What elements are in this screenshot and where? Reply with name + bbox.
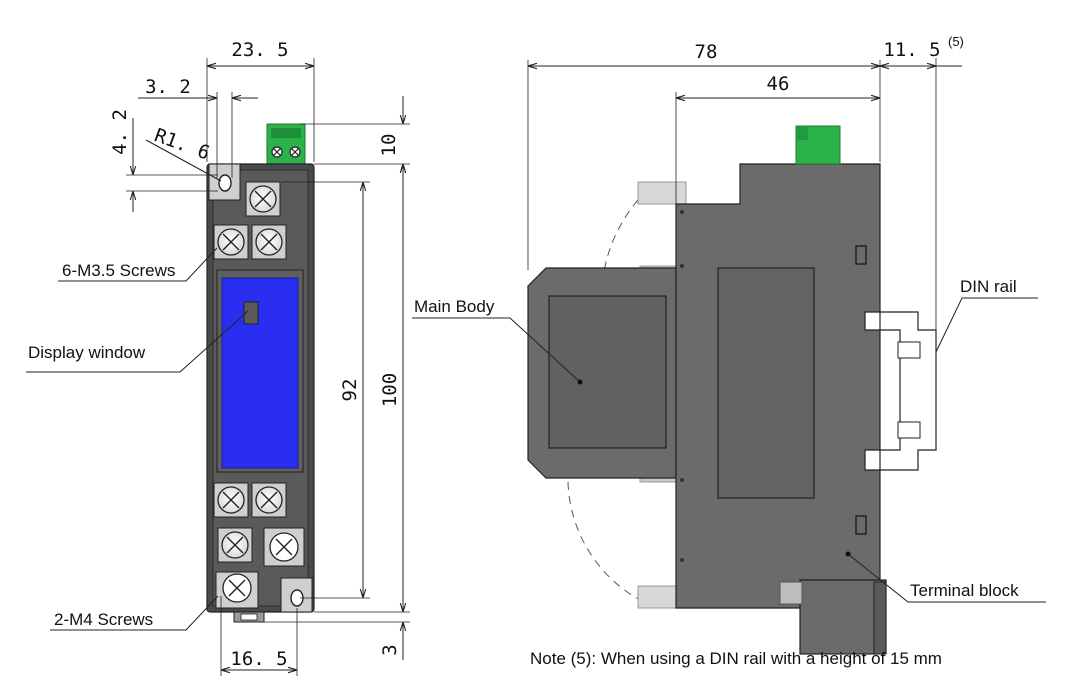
dim-hole-offset-y: 4. 2 <box>109 109 218 212</box>
dim-screw-pitch: 92 <box>282 181 370 599</box>
label-main-body: Main Body <box>414 297 495 316</box>
dim-bottom-width: 16. 5 <box>220 596 298 676</box>
label-2-m4-screws: 2-M4 Screws <box>54 610 153 629</box>
dim-label-3: 3 <box>379 644 401 655</box>
callout-terminal-block: Terminal block <box>845 551 1046 603</box>
dim-label-4-2: 4. 2 <box>109 109 131 155</box>
swing-arcs <box>567 199 641 601</box>
dim-width-top: 23. 5 <box>206 39 315 162</box>
dim-total-height: 100 <box>314 164 410 613</box>
din-rail <box>879 311 937 471</box>
dim-label-10: 10 <box>378 134 400 157</box>
front-terminal-connector <box>266 123 306 165</box>
dim-label-note-ref: (5) <box>948 34 964 49</box>
dim-label-46: 46 <box>767 73 790 95</box>
callout-display-window: Display window <box>26 310 249 373</box>
dim-label-23-5: 23. 5 <box>231 39 288 61</box>
dim-label-11-5: 11. 5 <box>883 39 940 61</box>
front-screws-top <box>213 181 287 260</box>
label-din-rail: DIN rail <box>960 277 1017 296</box>
side-housing <box>675 163 887 655</box>
callout-screws-bottom: 2-M4 Screws <box>50 595 219 631</box>
side-view: 78 46 11. 5 (5) Main Body DIN rail <box>412 34 1046 655</box>
dim-hole-offset-x: 3. 2 <box>138 76 258 178</box>
display-window <box>216 269 304 473</box>
label-display-window: Display window <box>28 343 146 362</box>
label-terminal-block: Terminal block <box>910 581 1019 600</box>
dim-terminal-depth: 46 <box>675 73 880 204</box>
dim-rail-extra: 11. 5 (5) <box>880 34 964 330</box>
side-terminal-connector <box>795 125 841 165</box>
dim-label-3-2: 3. 2 <box>145 76 191 98</box>
front-screws-bottom <box>213 482 305 609</box>
footnote: Note (5): When using a DIN rail with a h… <box>530 649 942 668</box>
front-view: 23. 5 3. 2 4. 2 R1. 6 <box>26 39 410 676</box>
callout-din-rail: DIN rail <box>935 277 1038 353</box>
dim-bottom-offset: 3 <box>264 621 410 660</box>
dim-label-r1-6: R1. 6 <box>151 124 212 164</box>
label-6-m3-5-screws: 6-M3.5 Screws <box>62 261 175 280</box>
dim-overall-depth: 78 <box>527 41 881 270</box>
callout-main-body: Main Body <box>412 297 583 385</box>
dim-label-78: 78 <box>695 41 718 63</box>
dim-label-16-5: 16. 5 <box>230 648 287 670</box>
dim-terminal-height: 10 <box>300 96 410 192</box>
dim-label-92: 92 <box>339 379 361 402</box>
dim-label-100: 100 <box>379 373 401 407</box>
side-main-body <box>527 267 677 479</box>
callout-screws-top: 6-M3.5 Screws <box>58 247 218 282</box>
